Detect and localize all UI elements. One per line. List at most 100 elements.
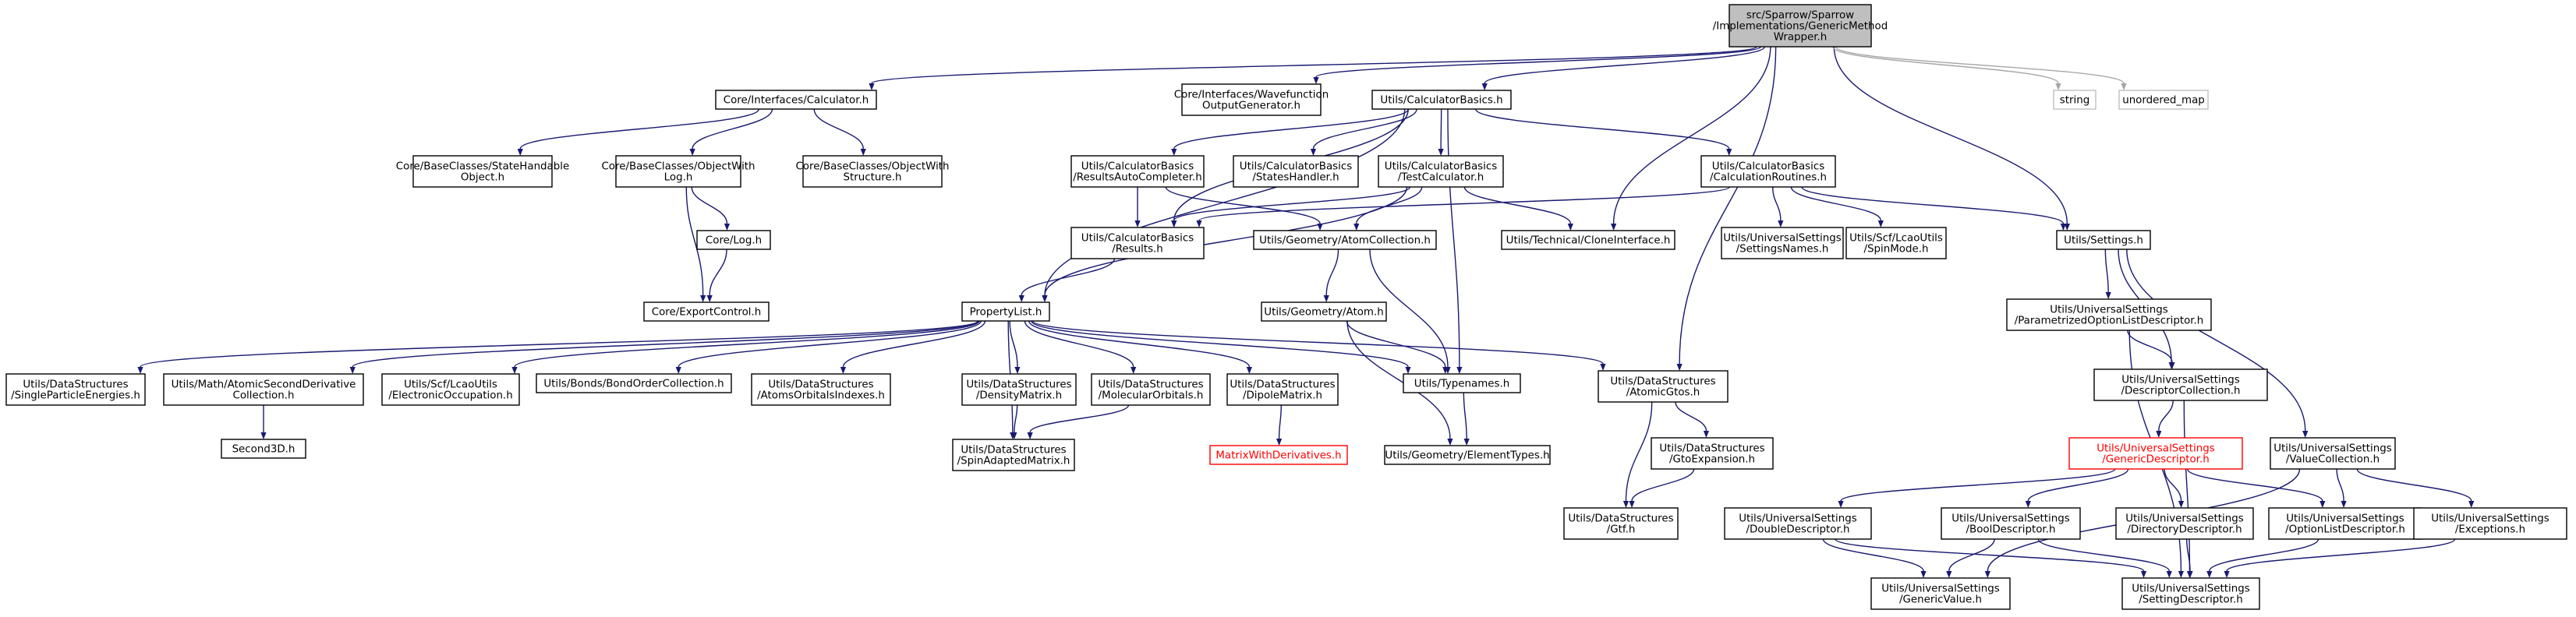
- graph-node-wfo[interactable]: Core/Interfaces/WavefunctionOutputGenera…: [1174, 83, 1329, 116]
- node-label: /MolecularOrbitals.h: [1099, 390, 1204, 402]
- graph-node-cb[interactable]: Utils/CalculatorBasics.h: [1371, 90, 1512, 110]
- node-label: /DirectoryDescriptor.h: [2127, 524, 2242, 536]
- arrowhead-cb-to-testcalc: [1438, 149, 1444, 156]
- graph-node-asd[interactable]: Utils/Math/AtomicSecondDerivativeCollect…: [163, 373, 364, 406]
- arrowhead-settings-to-pold: [2105, 292, 2111, 299]
- node-box: [1378, 155, 1504, 188]
- node-label: /GtoExpansion.h: [1669, 454, 1755, 466]
- graph-node-sam[interactable]: Utils/DataStructures/SpinAdaptedMatrix.h: [952, 439, 1075, 471]
- node-label: Utils/Geometry/Atom.h: [1264, 307, 1383, 319]
- node-label: Core/BaseClasses/StateHandable: [396, 161, 569, 173]
- node-box: [1091, 373, 1211, 406]
- node-label: /SingleParticleEnergies.h: [11, 390, 140, 402]
- graph-node-pold[interactable]: Utils/UniversalSettings/ParametrizedOpti…: [2006, 298, 2212, 331]
- graph-node-spe[interactable]: Utils/DataStructures/SingleParticleEnerg…: [5, 373, 146, 406]
- node-label: Core/Log.h: [706, 235, 762, 247]
- graph-node-atomcoll[interactable]: Utils/Geometry/AtomCollection.h: [1253, 230, 1437, 250]
- node-box: [1209, 445, 1348, 465]
- graph-node-dm[interactable]: Utils/DataStructures/DensityMatrix.h: [961, 373, 1077, 406]
- graph-node-clone[interactable]: Utils/Technical/CloneInterface.h: [1501, 230, 1675, 250]
- graph-node-rac[interactable]: Utils/CalculatorBasics/ResultsAutoComple…: [1070, 155, 1205, 188]
- edge-gmw-to-agtos: [1679, 46, 1777, 365]
- graph-node-setnames[interactable]: Utils/UniversalSettings/SettingsNames.h: [1721, 227, 1844, 259]
- arrowhead-gmw-to-wfo: [1313, 77, 1319, 84]
- graph-node-setdesc[interactable]: Utils/UniversalSettings/SettingDescripto…: [2121, 577, 2260, 610]
- arrowhead-dbld-to-setdesc: [2140, 571, 2147, 578]
- node-box: [1501, 230, 1675, 250]
- graph-node-typenames[interactable]: Utils/Typenames.h: [1403, 373, 1521, 393]
- graph-node-gendesc[interactable]: Utils/UniversalSettings/GenericDescripto…: [2068, 437, 2243, 470]
- edge-calcrout-to-results: [1198, 186, 1731, 221]
- node-label: /DipoleMatrix.h: [1243, 390, 1322, 402]
- graph-node-export[interactable]: Core/ExportControl.h: [643, 301, 770, 322]
- edge-gendesc-to-optd: [2186, 468, 2323, 502]
- node-label: Second3D.h: [232, 444, 295, 456]
- node-label: Utils/Technical/CloneInterface.h: [1506, 235, 1671, 247]
- edge-cb-to-proplist: [1044, 108, 1406, 296]
- node-label: Utils/DataStructures: [1230, 379, 1335, 391]
- node-label: /DoubleDescriptor.h: [1746, 524, 1849, 536]
- edge-cb-to-calcrout: [1475, 108, 1730, 150]
- edge-cb-to-rac: [1173, 108, 1409, 150]
- edge-agtos-to-gtf: [1625, 401, 1653, 502]
- graph-node-mo[interactable]: Utils/DataStructures/MolecularOrbitals.h: [1091, 373, 1211, 406]
- graph-node-gtf[interactable]: Utils/DataStructures/Gtf.h: [1563, 507, 1679, 540]
- node-box: [1070, 227, 1205, 259]
- graph-node-log[interactable]: Core/Log.h: [696, 230, 771, 250]
- arrowhead-atom-to-typenames: [1442, 367, 1449, 374]
- graph-node-vcoll[interactable]: Utils/UniversalSettings/ValueCollection.…: [2270, 437, 2396, 470]
- graph-node-umap[interactable]: unordered_map: [2118, 90, 2209, 110]
- arrowhead-agtos-to-gtoexp: [1703, 431, 1710, 438]
- edge-proplist-to-spe: [140, 320, 978, 368]
- node-label: /CalculationRoutines.h: [1710, 172, 1827, 184]
- graph-node-spinmode[interactable]: Utils/Scf/LcaoUtils/SpinMode.h: [1845, 227, 1947, 259]
- graph-node-optd[interactable]: Utils/UniversalSettings/OptionListDescri…: [2268, 507, 2422, 540]
- node-label: Utils/UniversalSettings: [2050, 305, 2168, 316]
- graph-node-dcoll[interactable]: Utils/UniversalSettings/DescriptorCollec…: [2093, 368, 2268, 401]
- node-label: Utils/UniversalSettings: [2097, 443, 2215, 455]
- graph-node-mwd[interactable]: MatrixWithDerivatives.h: [1209, 445, 1348, 465]
- graph-node-proplist[interactable]: PropertyList.h: [961, 301, 1050, 322]
- graph-node-dird[interactable]: Utils/UniversalSettings/DirectoryDescrip…: [2115, 507, 2254, 540]
- graph-node-genval[interactable]: Utils/UniversalSettings/GenericValue.h: [1870, 577, 2011, 610]
- edge-atom-to-typenames: [1346, 320, 1446, 368]
- graph-node-atom[interactable]: Utils/Geometry/Atom.h: [1261, 301, 1387, 322]
- graph-node-settings[interactable]: Utils/Settings.h: [2056, 230, 2151, 250]
- graph-node-gtoexp[interactable]: Utils/DataStructures/GtoExpansion.h: [1651, 437, 1774, 470]
- arrowhead-gmw-to-umap: [2121, 83, 2127, 90]
- node-label: Log.h: [664, 172, 693, 184]
- nodes-layer: src/Sparrow/Sparrow/Implementations/Gene…: [5, 4, 2567, 610]
- graph-node-dip[interactable]: Utils/DataStructures/DipoleMatrix.h: [1226, 373, 1339, 406]
- graph-node-boc[interactable]: Utils/Bonds/BondOrderCollection.h: [536, 373, 732, 393]
- graph-node-calcrout[interactable]: Utils/CalculatorBasics/CalculationRoutin…: [1700, 155, 1836, 188]
- graph-node-eocc[interactable]: Utils/Scf/LcaoUtils/ElectronicOccupation…: [381, 373, 520, 406]
- arrowhead-testcalc-to-atomcoll: [1353, 224, 1360, 231]
- graph-node-exc[interactable]: Utils/UniversalSettings/Exceptions.h: [2413, 507, 2567, 540]
- graph-node-dbld[interactable]: Utils/UniversalSettings/DoubleDescriptor…: [1724, 507, 1872, 540]
- graph-node-results[interactable]: Utils/CalculatorBasics/Results.h: [1070, 227, 1205, 259]
- graph-node-etypes[interactable]: Utils/Geometry/ElementTypes.h: [1384, 445, 1551, 465]
- graph-node-s3d[interactable]: Second3D.h: [221, 439, 306, 459]
- arrowhead-owlog-to-log: [724, 224, 731, 231]
- graph-node-gmw[interactable]: src/Sparrow/Sparrow/Implementations/Gene…: [1713, 4, 1888, 48]
- node-label: Utils/Scf/LcaoUtils: [404, 379, 497, 391]
- edge-calc-to-shobj: [519, 108, 760, 150]
- graph-node-string[interactable]: string: [2053, 90, 2097, 110]
- edge-proplist-to-aoi: [842, 320, 986, 368]
- node-label: Object.h: [461, 172, 504, 184]
- edge-gmw-to-string: [1832, 46, 2059, 84]
- graph-node-aoi[interactable]: Utils/DataStructures/AtomsOrbitalsIndexe…: [751, 373, 891, 406]
- node-box: [1845, 227, 1947, 259]
- node-label: Collection.h: [233, 390, 295, 402]
- node-label: Utils/DataStructures: [1568, 513, 1673, 525]
- graph-node-calc[interactable]: Core/Interfaces/Calculator.h: [715, 90, 877, 110]
- graph-node-testcalc[interactable]: Utils/CalculatorBasics/TestCalculator.h: [1378, 155, 1504, 188]
- graph-node-agtos[interactable]: Utils/DataStructures/AtomicGtos.h: [1598, 370, 1729, 403]
- graph-node-boold[interactable]: Utils/UniversalSettings/BoolDescriptor.h: [1941, 507, 2081, 540]
- graph-node-states[interactable]: Utils/CalculatorBasics/StatesHandler.h: [1233, 155, 1359, 188]
- arrowhead-pold-to-dcoll: [2169, 362, 2175, 369]
- arrowhead-exc-to-setdesc: [2224, 571, 2230, 578]
